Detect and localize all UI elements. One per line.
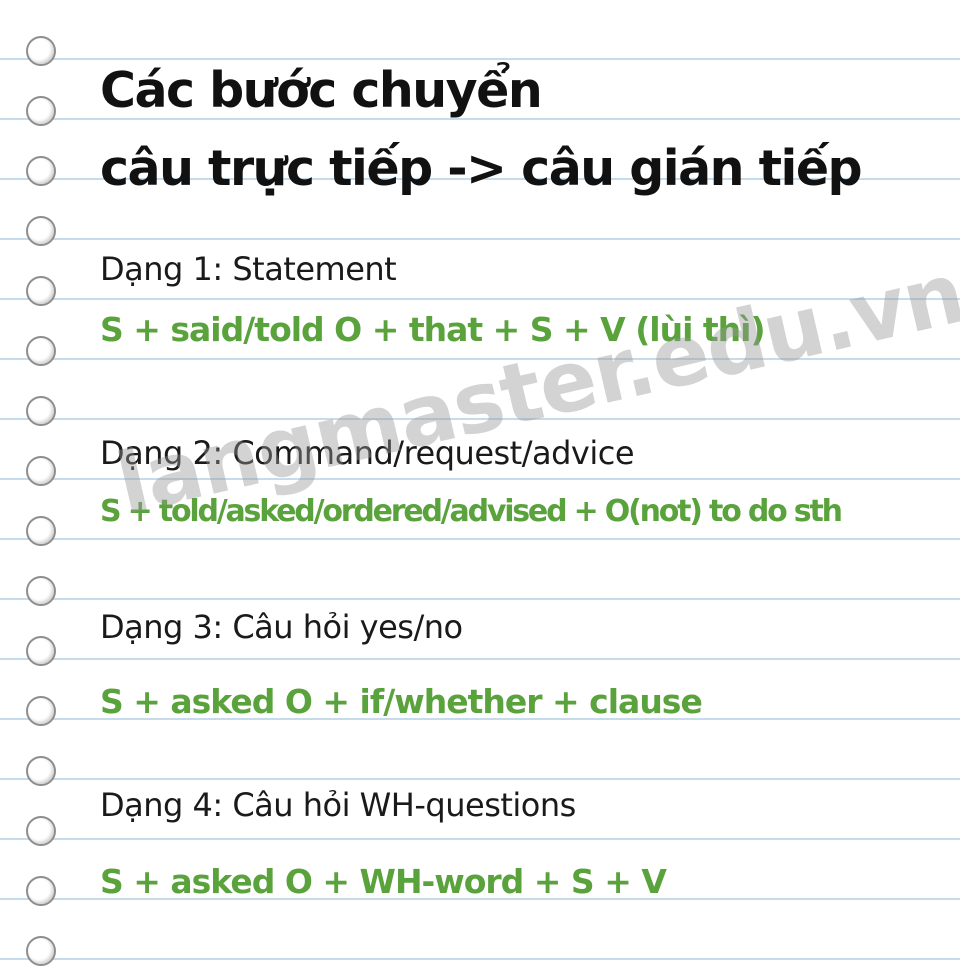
binder-ring-icon (26, 516, 56, 546)
binder-rings (26, 0, 66, 966)
binder-ring-icon (26, 756, 56, 786)
binder-ring-icon (26, 96, 56, 126)
binder-ring-icon (26, 216, 56, 246)
binder-ring-icon (26, 396, 56, 426)
binder-ring-icon (26, 636, 56, 666)
binder-ring-icon (26, 456, 56, 486)
section-1-label: Dạng 1: Statement (100, 250, 397, 288)
page-title: Các bước chuyển câu trực tiếp -> câu giá… (100, 52, 863, 208)
section-4-formula: S + asked O + WH-word + S + V (100, 862, 667, 901)
section-2-formula: S + told/asked/ordered/advised + O(not) … (100, 494, 843, 529)
section-2-label: Dạng 2: Command/request/advice (100, 434, 635, 472)
binder-ring-icon (26, 876, 56, 906)
section-3-formula: S + asked O + if/whether + clause (100, 682, 703, 721)
title-line-2: câu trực tiếp -> câu gián tiếp (100, 140, 863, 197)
binder-ring-icon (26, 576, 56, 606)
section-3-label: Dạng 3: Câu hỏi yes/no (100, 608, 463, 646)
binder-ring-icon (26, 276, 56, 306)
binder-ring-icon (26, 336, 56, 366)
title-line-1: Các bước chuyển (100, 62, 543, 119)
section-4-label: Dạng 4: Câu hỏi WH-questions (100, 786, 576, 824)
binder-ring-icon (26, 156, 56, 186)
binder-ring-icon (26, 36, 56, 66)
binder-ring-icon (26, 816, 56, 846)
binder-ring-icon (26, 696, 56, 726)
section-1-formula: S + said/told O + that + S + V (lùi thì) (100, 310, 766, 349)
